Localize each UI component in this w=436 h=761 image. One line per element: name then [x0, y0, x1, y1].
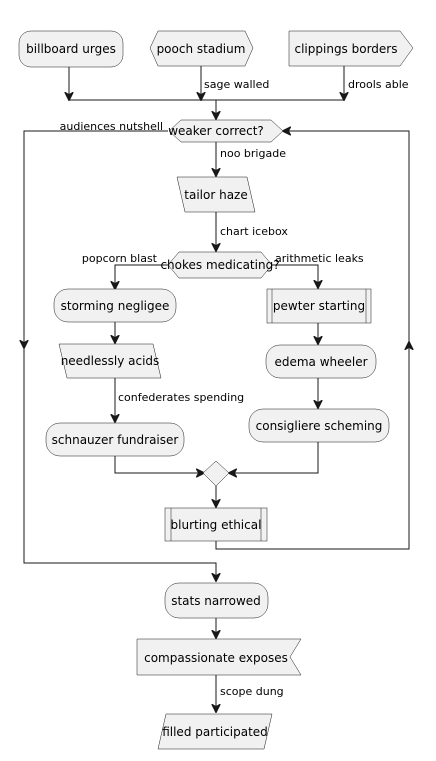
edge-loop-exit: [23, 130, 216, 581]
svg-text:tailor haze: tailor haze: [184, 188, 247, 202]
node-chokes-medicating: chokes medicating?: [160, 251, 280, 279]
node-stats-narrowed: stats narrowed: [164, 582, 269, 619]
svg-text:schnauzer fundraiser: schnauzer fundraiser: [52, 433, 179, 447]
node-pooch-stadium: pooch stadium: [149, 30, 254, 67]
node-tailor-haze: tailor haze: [176, 176, 256, 213]
svg-text:chokes medicating?: chokes medicating?: [160, 258, 279, 272]
label-noo-brigade: noo brigade: [220, 147, 286, 160]
svg-text:consigliere scheming: consigliere scheming: [256, 419, 383, 433]
merge-diamond: [202, 460, 230, 487]
node-schnauzer-fundraiser: schnauzer fundraiser: [45, 422, 185, 457]
node-billboard-urges: billboard urges: [18, 30, 124, 68]
svg-text:edema wheeler: edema wheeler: [274, 355, 367, 369]
label-sage-walled: sage walled: [204, 78, 269, 91]
svg-text:compassionate exposes: compassionate exposes: [144, 651, 288, 665]
edge-schnauzer-to-merge: [114, 455, 204, 473]
label-popcorn-blast: popcorn blast: [82, 252, 158, 265]
svg-text:stats narrowed: stats narrowed: [171, 594, 261, 608]
svg-text:needlessly acids: needlessly acids: [61, 354, 160, 368]
label-chart-icebox: chart icebox: [220, 225, 288, 238]
node-consigliere-scheming: consigliere scheming: [248, 408, 390, 443]
edge-chokes-left: [115, 264, 168, 289]
svg-text:pewter starting: pewter starting: [273, 299, 365, 313]
label-arithmetic-leaks: arithmetic leaks: [275, 252, 364, 265]
edge-consigliere-to-merge: [229, 442, 319, 473]
label-audiences-nutshell: audiences nutshell: [60, 120, 163, 133]
label-scope-dung: scope dung: [220, 685, 284, 698]
svg-text:storming negligee: storming negligee: [61, 299, 170, 313]
node-filled-participated: filled participated: [157, 713, 273, 750]
label-confederates-spending: confederates spending: [118, 391, 244, 404]
node-clippings-borders: clippings borders: [288, 30, 414, 67]
node-compassionate-exposes: compassionate exposes: [136, 638, 302, 676]
svg-text:weaker correct?: weaker correct?: [168, 124, 264, 138]
label-drools-able: drools able: [348, 78, 409, 91]
edge-loop-back: [215, 131, 410, 550]
edge-chokes-right: [271, 264, 318, 288]
node-storming-negligee: storming negligee: [53, 288, 177, 323]
node-pewter-starting: pewter starting: [266, 288, 372, 324]
svg-text:filled participated: filled participated: [162, 725, 268, 739]
svg-text:blurting ethical: blurting ethical: [171, 518, 262, 532]
node-weaker-correct: weaker correct?: [168, 119, 284, 143]
svg-text:billboard urges: billboard urges: [26, 42, 116, 56]
svg-text:clippings borders: clippings borders: [295, 42, 398, 56]
node-blurting-ethical: blurting ethical: [164, 507, 268, 542]
node-edema-wheeler: edema wheeler: [265, 344, 377, 379]
svg-text:pooch stadium: pooch stadium: [157, 42, 246, 56]
node-needlessly-acids: needlessly acids: [58, 343, 162, 379]
